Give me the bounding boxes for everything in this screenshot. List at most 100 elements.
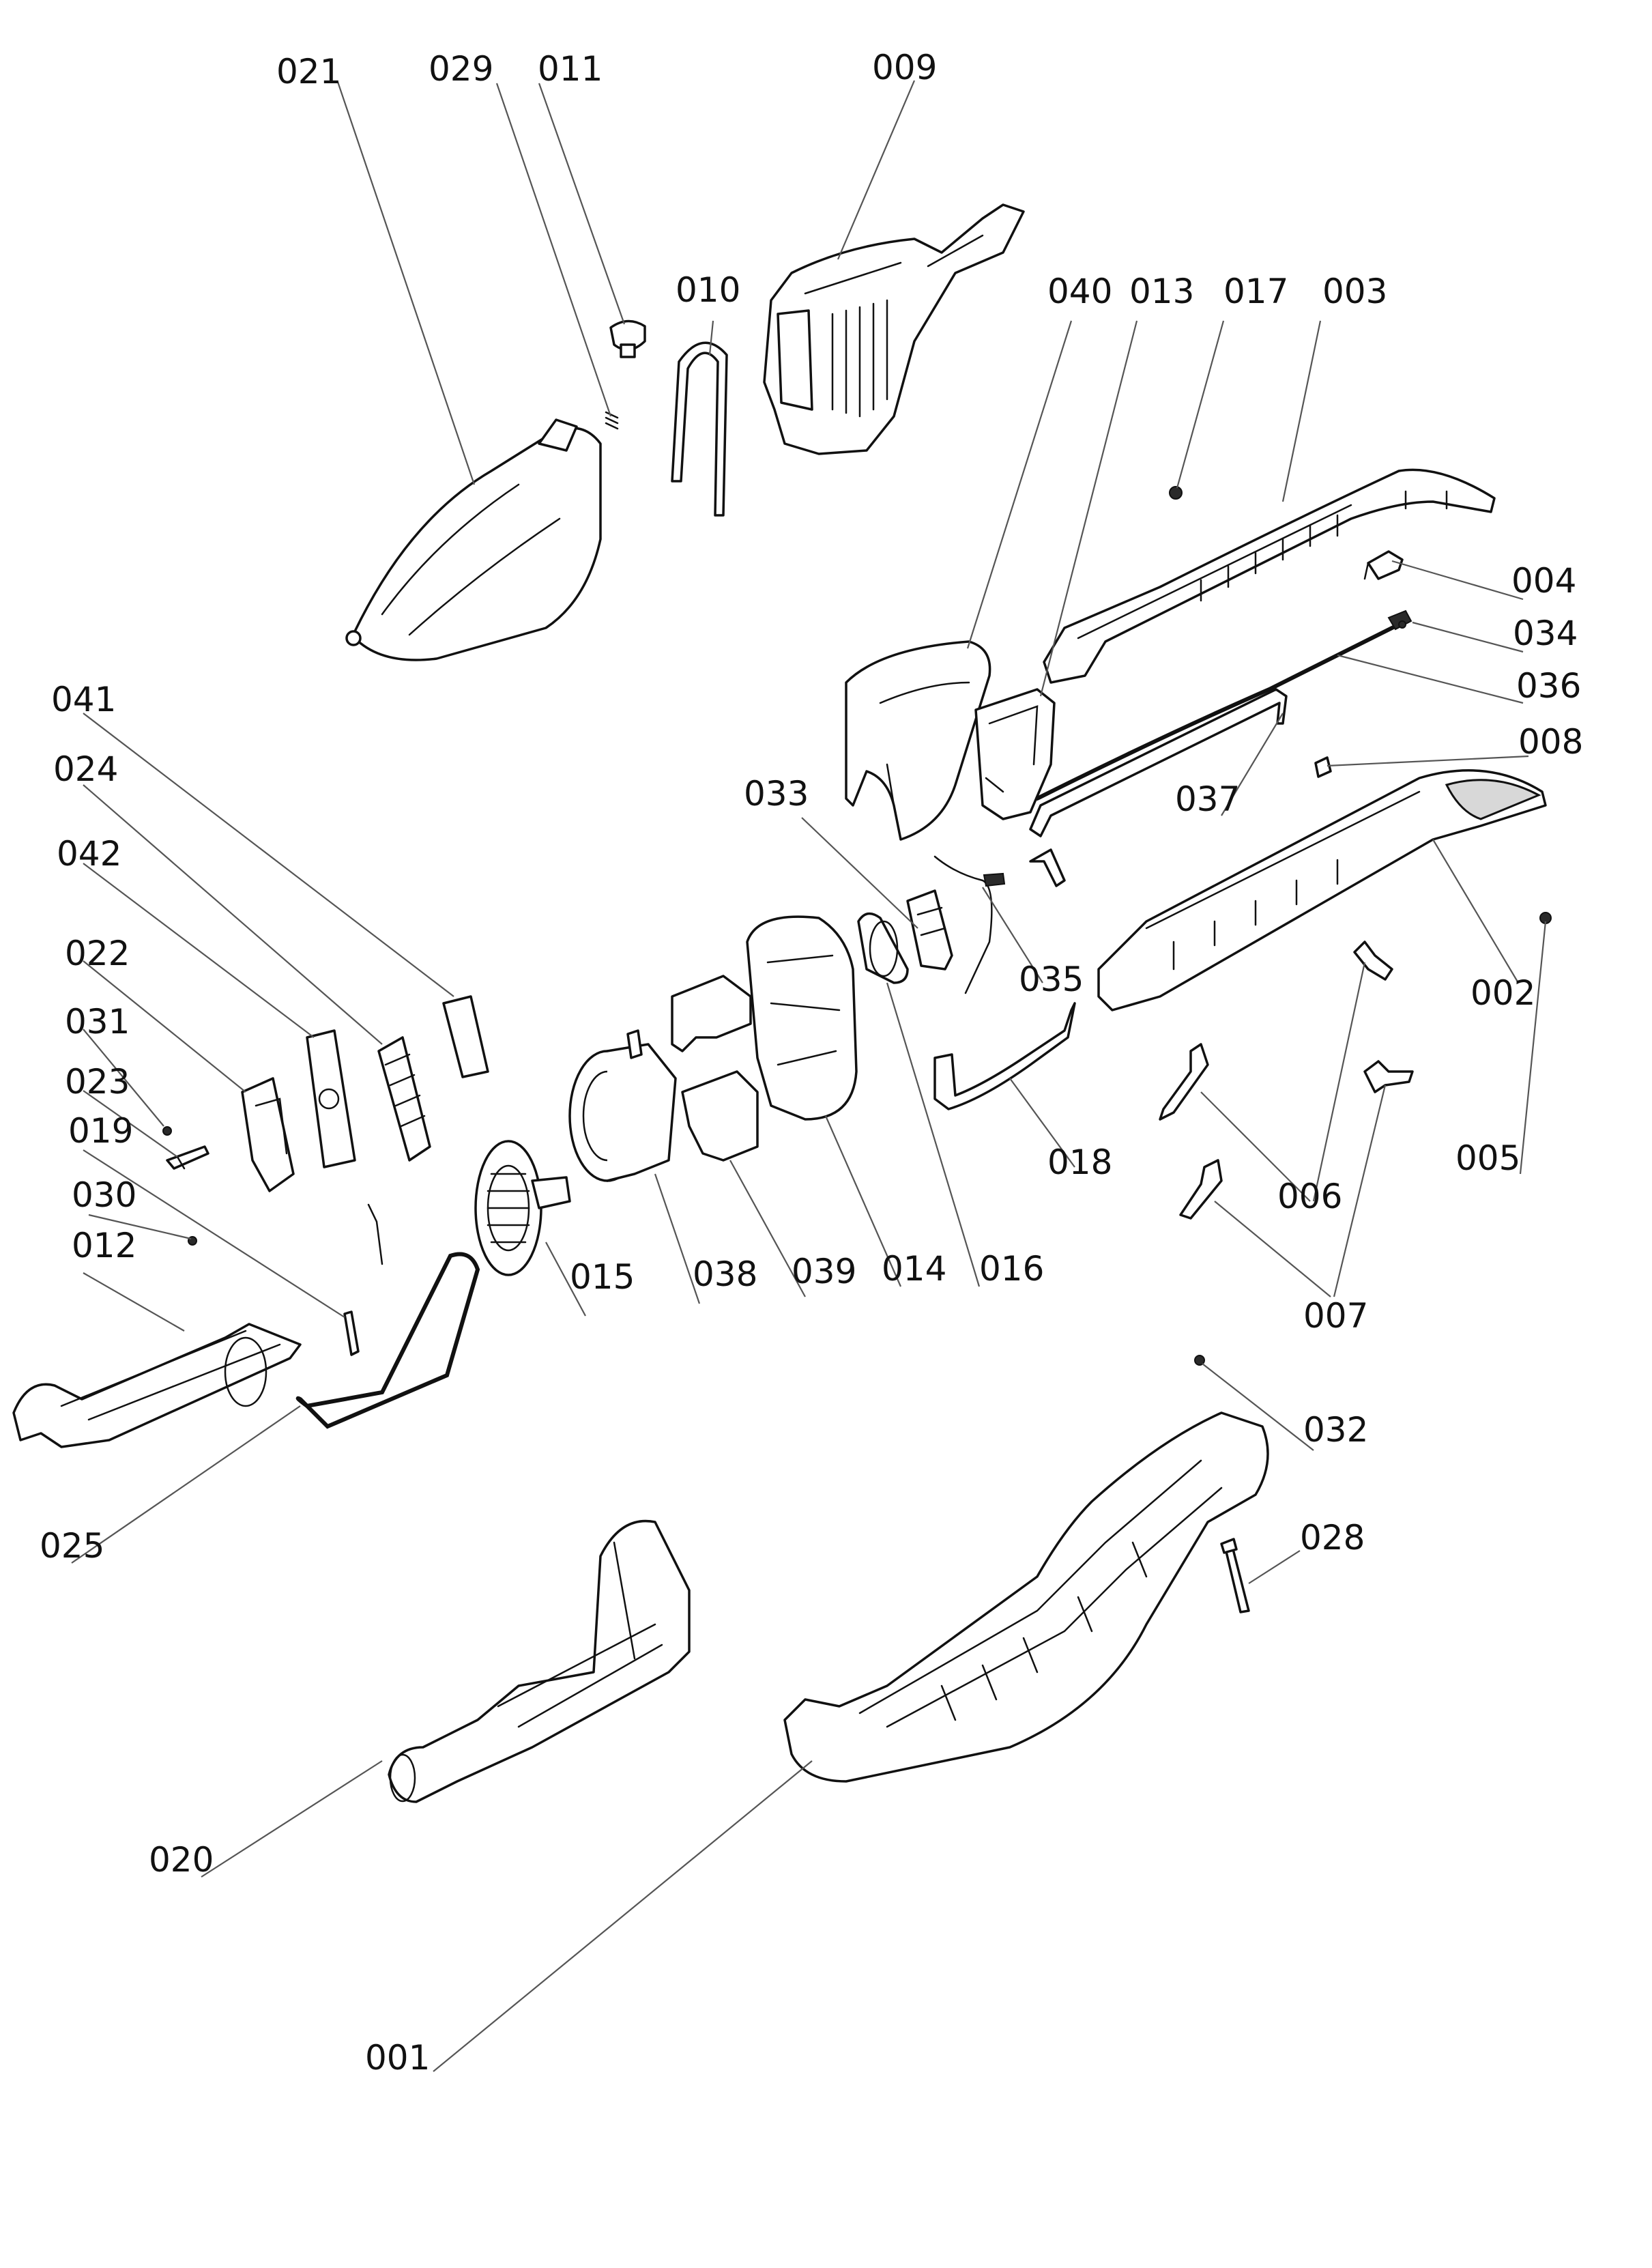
callout-038: 038 <box>693 1254 757 1294</box>
part-014-motor-housing <box>746 915 858 1121</box>
callout-028: 028 <box>1300 1518 1365 1558</box>
callout-002: 002 <box>1470 973 1535 1013</box>
callout-009: 009 <box>872 48 937 87</box>
part-008-cap <box>1314 756 1332 778</box>
leader-012 <box>83 1272 185 1332</box>
leader-006a <box>1312 962 1366 1202</box>
part-029-spring <box>605 411 619 430</box>
callout-032: 032 <box>1303 1410 1368 1450</box>
callout-007: 007 <box>1303 1296 1368 1336</box>
callout-017: 017 <box>1223 272 1288 311</box>
part-023-latch <box>166 1145 209 1170</box>
part-007-lever-b <box>1179 1159 1223 1220</box>
callout-024: 024 <box>53 749 118 789</box>
leader-015 <box>545 1241 586 1317</box>
leader-038 <box>654 1173 701 1304</box>
part-017-nut <box>1169 486 1183 500</box>
leader-002 <box>1432 839 1519 984</box>
callout-005: 005 <box>1455 1138 1520 1178</box>
leader-013 <box>1039 320 1138 697</box>
part-018-tube <box>933 1002 1076 1110</box>
callout-018: 018 <box>1047 1143 1112 1182</box>
part-013-battery-box <box>974 688 1056 820</box>
callout-003: 003 <box>1322 272 1387 311</box>
part-006-trigger-b <box>1159 1043 1209 1121</box>
leader-001 <box>433 1760 813 2072</box>
part-024-grille <box>377 1036 431 1162</box>
leader-024 <box>83 784 383 1045</box>
callout-020: 020 <box>149 1840 214 1880</box>
callout-033: 033 <box>744 774 809 814</box>
callout-041: 041 <box>51 680 116 719</box>
leader-037 <box>1221 713 1284 816</box>
callout-036: 036 <box>1516 666 1581 706</box>
callout-022: 022 <box>65 934 130 973</box>
part-012-nozzle <box>12 1323 302 1448</box>
part-016-impeller <box>857 912 909 984</box>
leader-007b <box>1214 1201 1331 1297</box>
leader-004 <box>1391 560 1524 601</box>
callout-010: 010 <box>676 270 740 310</box>
leader-030 <box>88 1214 192 1240</box>
part-001-main-body <box>783 1411 1269 1783</box>
leader-016 <box>886 982 981 1287</box>
leader-029 <box>495 83 612 417</box>
callout-015: 015 <box>570 1257 635 1297</box>
callout-029: 029 <box>429 49 493 89</box>
leader-021 <box>336 81 476 485</box>
callout-042: 042 <box>57 834 121 874</box>
leader-035 <box>982 887 1043 984</box>
leader-033 <box>801 817 918 929</box>
part-004-bracket <box>1363 550 1404 580</box>
callout-004: 004 <box>1511 561 1576 601</box>
part-020-base-bottom <box>388 1519 691 1803</box>
callout-034: 034 <box>1513 614 1578 653</box>
part-039-foam-sleeves <box>671 975 759 1162</box>
part-019-pin <box>343 1310 360 1356</box>
leader-006b <box>1200 1091 1311 1202</box>
leader-031 <box>83 1029 164 1127</box>
part-021-dust-container <box>345 418 602 661</box>
callout-035: 035 <box>1019 960 1084 999</box>
part-009-top-cover <box>763 203 1025 455</box>
leader-014 <box>824 1115 902 1287</box>
leader-009 <box>837 80 916 260</box>
part-003-handle-strip <box>1043 468 1496 684</box>
leader-008 <box>1327 755 1529 767</box>
leader-lines <box>71 80 1547 2072</box>
callout-011: 011 <box>538 49 603 89</box>
part-042-gasket <box>306 1029 356 1168</box>
leader-036 <box>1337 654 1524 704</box>
callout-001: 001 <box>365 2038 430 2078</box>
part-006-trigger-a <box>1353 941 1393 981</box>
callout-013: 013 <box>1129 272 1194 311</box>
callout-037: 037 <box>1175 779 1240 819</box>
part-007-lever-a <box>1363 1060 1414 1093</box>
callout-014: 014 <box>882 1249 946 1289</box>
callout-008: 008 <box>1518 722 1583 762</box>
leader-032 <box>1202 1363 1314 1451</box>
leader-039 <box>729 1160 806 1297</box>
leader-011 <box>538 83 626 325</box>
callout-016: 016 <box>979 1249 1044 1289</box>
part-033-pcb <box>906 889 953 971</box>
leader-023 <box>83 1090 178 1158</box>
leader-042 <box>83 863 315 1038</box>
leader-028 <box>1248 1550 1301 1584</box>
callout-040: 040 <box>1047 272 1112 311</box>
leader-025 <box>71 1405 301 1564</box>
part-041-foam-strip <box>442 995 489 1078</box>
part-025-wire-stand <box>295 1252 480 1429</box>
leader-007a <box>1333 1085 1387 1297</box>
part-038-motor <box>568 1029 677 1182</box>
leader-010 <box>708 320 714 356</box>
callout-025: 025 <box>40 1526 104 1566</box>
leader-022 <box>83 960 246 1093</box>
callout-labels: 021 029 011 009 010 040 013 017 003 004 … <box>40 48 1583 2078</box>
callout-021: 021 <box>276 52 341 91</box>
part-pin <box>367 1203 383 1265</box>
leader-041 <box>83 713 454 997</box>
callout-019: 019 <box>68 1111 133 1151</box>
part-035-wires <box>933 855 1006 994</box>
